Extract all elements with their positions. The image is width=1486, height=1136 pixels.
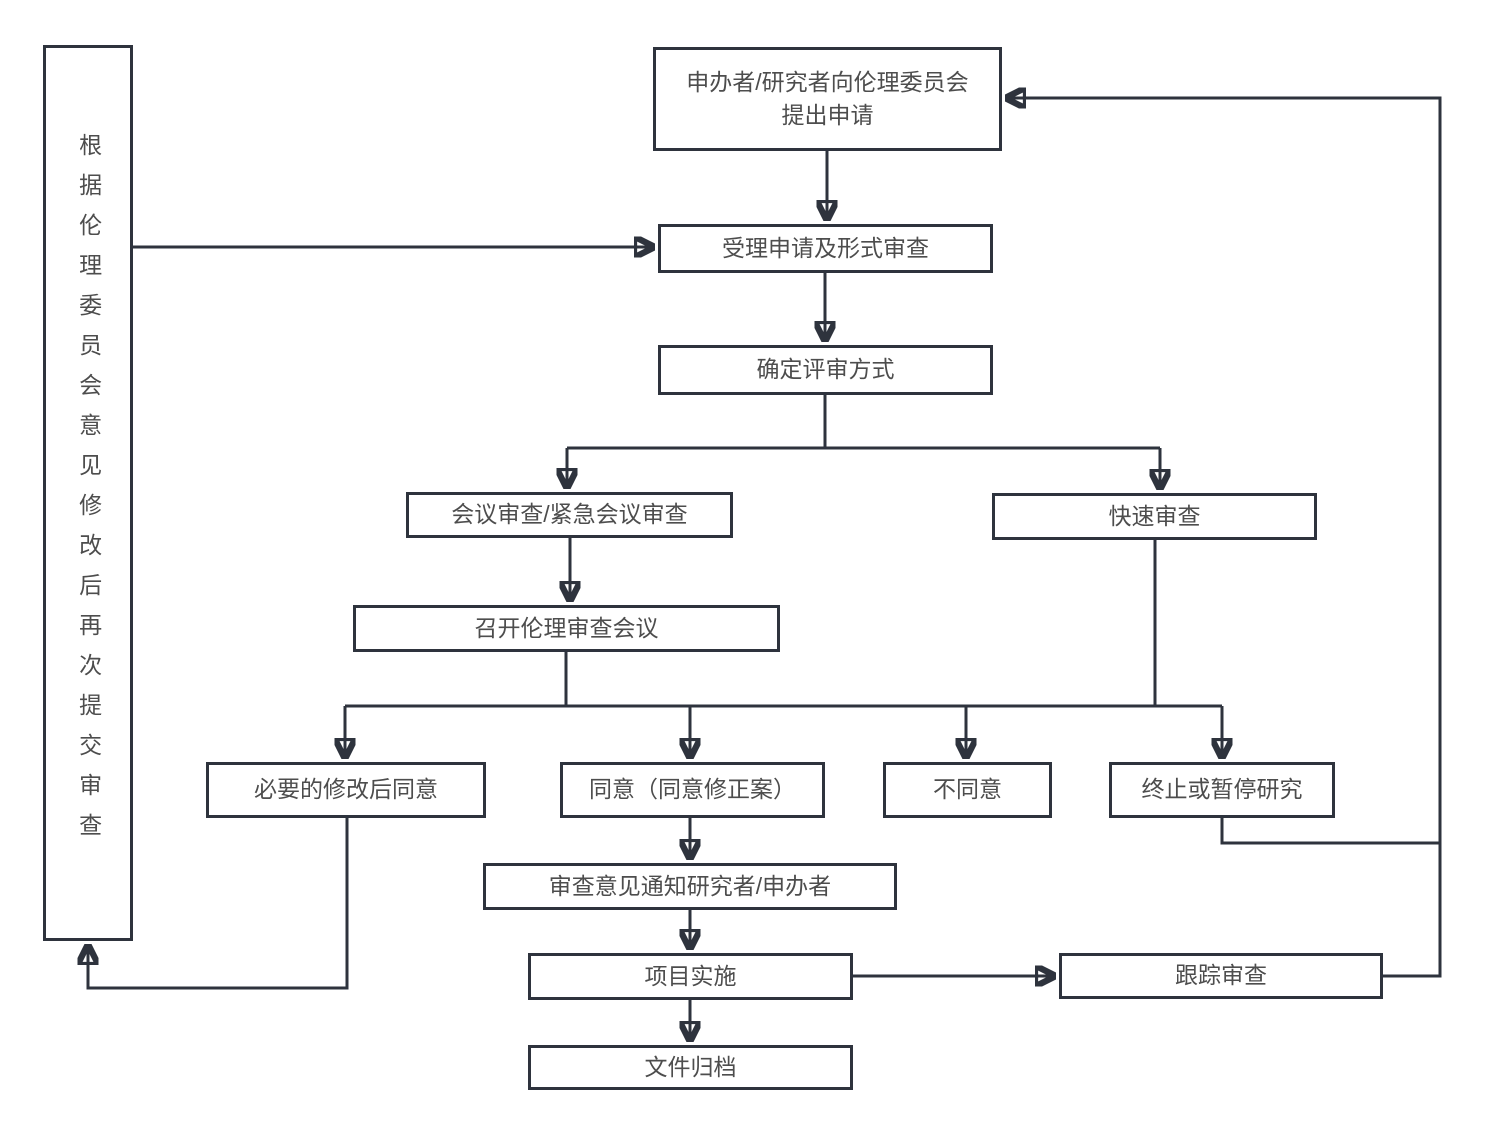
node-application: 申办者/研究者向伦理委员会提出申请 (653, 47, 1002, 151)
edge-track-application (1005, 98, 1442, 978)
node-notify-researcher-sponsor: 审查意见通知研究者/申办者 (483, 863, 897, 910)
node-disapprove: 不同意 (883, 762, 1052, 818)
node-approve: 同意（同意修正案） (560, 762, 825, 818)
node-approve-after-modification: 必要的修改后同意 (206, 762, 486, 818)
node-document-archiving: 文件归档 (528, 1045, 853, 1090)
node-convene-ethics-meeting: 召开伦理审查会议 (353, 605, 780, 652)
node-expedited-review: 快速审查 (992, 493, 1317, 540)
node-determine-review-method: 确定评审方式 (658, 345, 993, 395)
edge-approve-mod-resubmit (88, 818, 349, 990)
node-follow-up-review: 跟踪审查 (1059, 953, 1383, 999)
edge-terminate-rightline (1220, 818, 1440, 845)
node-acceptance-formal-review: 受理申请及形式审查 (658, 224, 993, 273)
node-meeting-review: 会议审查/紧急会议审查 (406, 492, 733, 538)
node-project-implementation: 项目实施 (528, 953, 853, 1000)
node-terminate-or-suspend: 终止或暂停研究 (1109, 762, 1335, 818)
node-resubmit-after-modification: 根据伦理委员会意见修改后再次提交审查 (43, 45, 133, 941)
